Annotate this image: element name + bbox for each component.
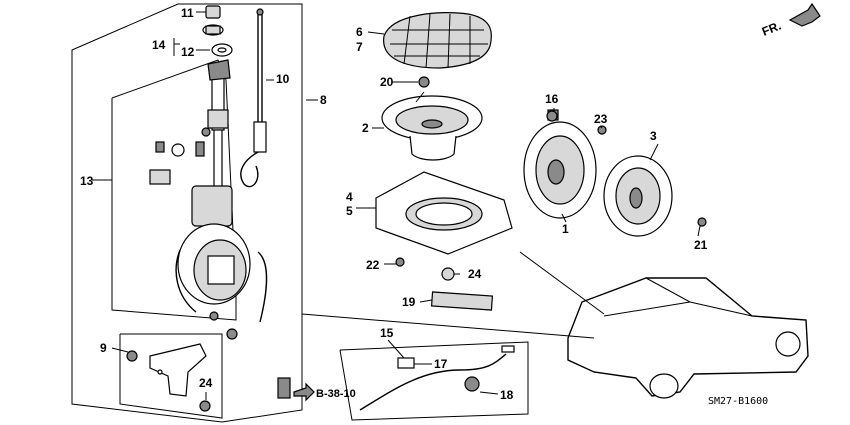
callout-6: 6 [356,25,363,39]
callout-14: 14 [152,38,166,52]
callout-19: 19 [402,295,416,309]
front-speaker-housing [523,109,597,219]
drawing-code: SM27-B1600 [708,396,768,407]
small-clips [418,76,558,281]
antenna-cable [277,345,515,411]
callout-20: 20 [380,75,394,89]
callout-3: 3 [650,129,657,143]
callout-1: 1 [562,222,569,236]
antenna-bracket [126,343,211,412]
label-ticks [92,11,701,400]
callout-16: 16 [545,92,559,106]
callout-4: 4 [346,190,353,204]
callout-22: 22 [366,258,380,272]
callout-18: 18 [500,388,514,402]
antenna-nut-stack [202,5,233,81]
reference-callout: B-38-10 [293,382,356,402]
callout-24-clip: 24 [468,267,482,281]
callout-labels: 1 2 3 4 5 6 7 8 9 10 11 12 13 14 15 16 1… [80,6,708,402]
callout-15: 15 [380,326,394,340]
rear-speaker [381,95,483,161]
assembly-frame [71,3,303,423]
callout-13: 13 [80,174,94,188]
speaker-grille [383,12,492,69]
front-speaker-unit [597,125,707,237]
front-direction-indicator: FR. [760,2,821,39]
callout-2: 2 [362,121,369,135]
callout-7: 7 [356,40,363,54]
callout-5: 5 [346,204,353,218]
leader-lines [301,91,605,339]
callout-21: 21 [694,238,708,252]
antenna-motor-assembly [175,69,268,340]
vehicle-outline [567,277,809,399]
reference-label: B-38-10 [316,388,356,400]
callout-9: 9 [100,341,107,355]
callout-12: 12 [181,45,195,59]
callout-24-bracket: 24 [199,376,213,390]
bracket-subframe [119,333,223,419]
mounting-hardware [149,127,211,185]
callout-11: 11 [181,6,194,20]
direction-label: FR. [760,19,783,39]
callout-23: 23 [594,112,608,126]
callout-8: 8 [320,93,327,107]
cushion-pad [430,291,494,311]
speaker-mount [375,171,513,267]
callout-10: 10 [276,72,290,86]
callout-17: 17 [434,357,448,371]
antenna-mast [240,8,267,188]
cable-subframe [339,341,529,421]
